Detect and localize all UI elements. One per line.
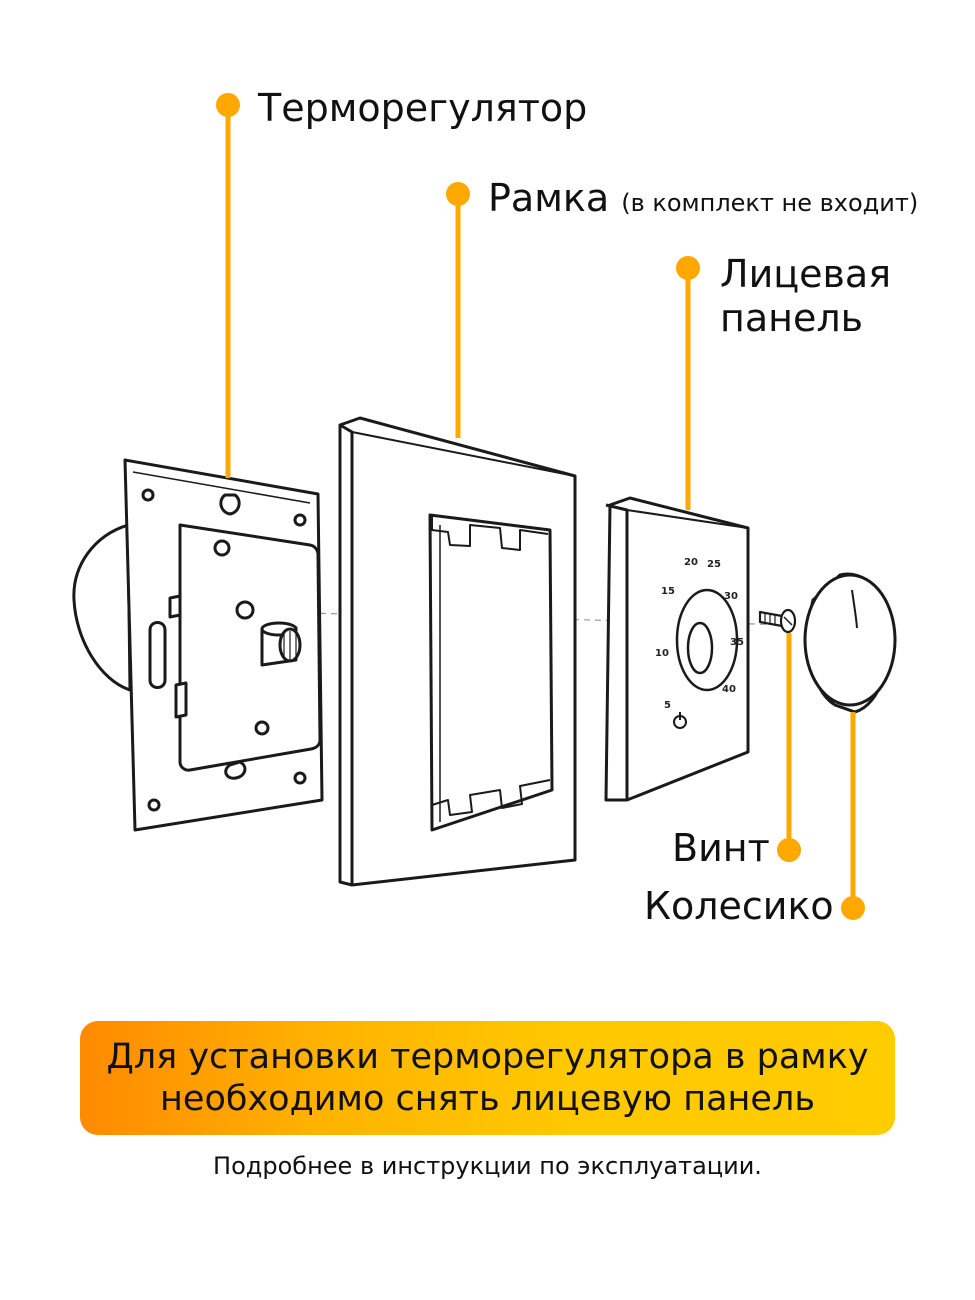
screw-label-text: Винт [672,826,770,870]
info-banner: Для установки терморегулятора в рамку не… [80,1021,895,1135]
face-panel-label-line2: панель [720,296,864,340]
screw-label: Винт [672,826,770,870]
face-panel-leader-dot [676,256,700,280]
wheel-label-text: Колесико [644,884,834,928]
callout-leaders [216,93,865,920]
thermostat-leader-dot [216,93,240,117]
dial-scale-number: 30 [724,591,738,602]
dial-scale-number: 10 [655,648,669,659]
thermostat-label: Терморегулятор [258,86,587,130]
dial-scale-number: 20 [684,557,698,568]
dial-scale-number: 15 [661,586,675,597]
dial-scale-number: 35 [730,637,744,648]
thermostat-label-text: Терморегулятор [258,86,588,130]
footnote: Подробнее в инструкции по эксплуатации. [213,1152,762,1180]
screw-illustration [758,608,797,634]
dial-scale: 5 10 15 20 25 30 35 40 [655,557,744,711]
face-panel-illustration [604,496,750,802]
wheel-label: Колесико [644,884,834,928]
frame-note: (в комплект не входит) [621,189,919,217]
banner-line2: необходимо снять лицевую панель [160,1079,815,1119]
screw-leader-dot [777,838,801,862]
face-panel-label-line1: Лицевая [720,252,892,296]
face-panel-label: Лицевая панель [720,252,891,340]
frame-leader-dot [446,182,470,206]
frame-label: Рамка (в комплект не входит) [488,176,918,225]
wheel-illustration [803,572,897,714]
banner-line1: Для установки терморегулятора в рамку [106,1037,869,1077]
dial-scale-number: 5 [664,700,671,711]
dial-scale-number: 40 [722,684,736,695]
thermostat-illustration [72,458,324,832]
exploded-diagram: 5 10 15 20 25 30 35 40 [72,93,897,920]
wheel-leader-dot [841,896,865,920]
dial-scale-number: 25 [707,559,721,570]
frame-illustration [338,416,577,887]
frame-label-text: Рамка [488,176,610,220]
